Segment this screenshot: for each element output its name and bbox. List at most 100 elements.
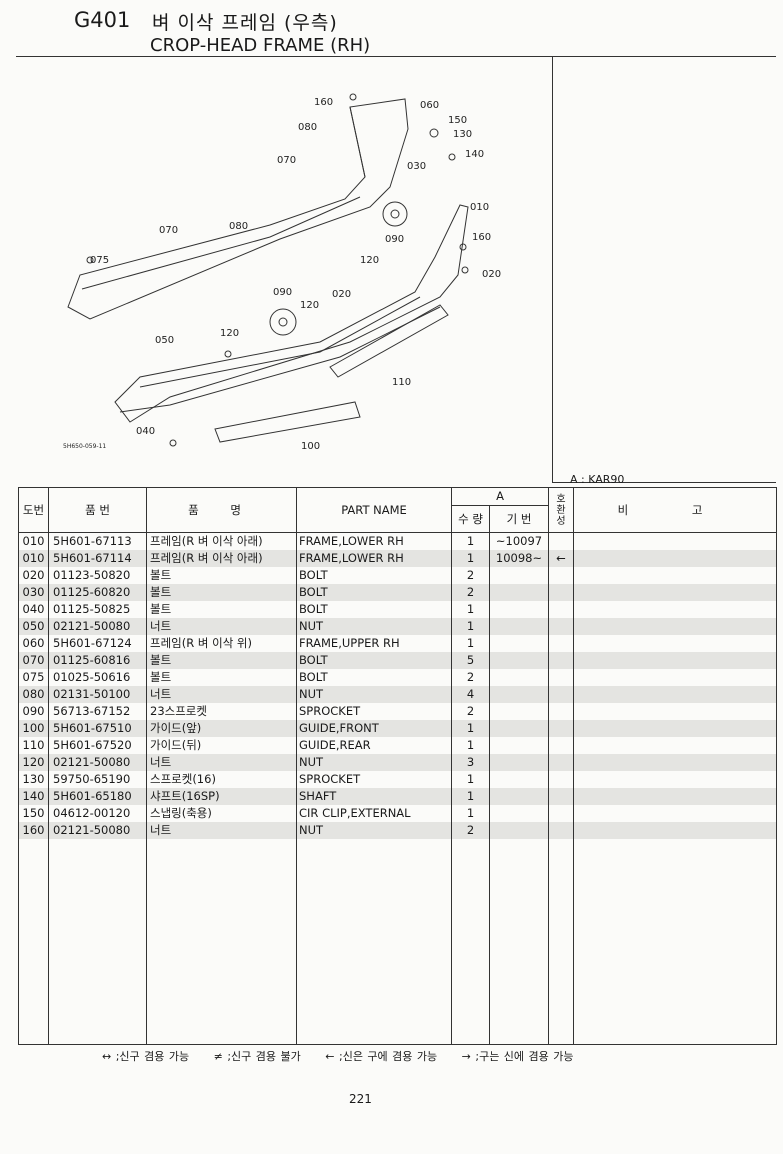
row-no: 100 <box>18 720 49 737</box>
row-name-kr: 너트 <box>146 618 297 635</box>
front-guide-shape <box>214 401 361 443</box>
row-part-name: FRAME,LOWER RH <box>296 532 452 550</box>
row-qty: 2 <box>451 669 490 686</box>
svg-text:060: 060 <box>420 100 439 111</box>
row-part-no: 01125-50825 <box>48 601 147 618</box>
row-qty: 1 <box>451 788 490 805</box>
svg-text:020: 020 <box>482 269 501 280</box>
row-no: 030 <box>18 584 49 601</box>
svg-text:010: 010 <box>470 202 489 213</box>
row-no: 075 <box>18 669 49 686</box>
row-qty: 1 <box>451 720 490 737</box>
row-base: 10098~ <box>489 550 549 567</box>
row-qty: 1 <box>451 635 490 652</box>
row-part-name: NUT <box>296 686 452 703</box>
filler-cell <box>296 839 452 1045</box>
svg-text:100: 100 <box>301 441 320 452</box>
svg-text:070: 070 <box>277 155 296 166</box>
row-part-name: CIR CLIP,EXTERNAL <box>296 805 452 822</box>
row-remarks <box>573 584 777 601</box>
row-part-no: 59750-65190 <box>48 771 147 788</box>
row-no: 040 <box>18 601 49 618</box>
row-name-kr: 프레임(R 벼 이삭 위) <box>146 635 297 652</box>
col-header-no: 도번 <box>18 487 49 533</box>
filler-cell <box>548 839 574 1045</box>
row-compat <box>548 737 574 754</box>
col-header-base: 기 번 <box>489 505 549 533</box>
diagram-bottom-rule <box>552 482 776 483</box>
row-part-name: SHAFT <box>296 788 452 805</box>
row-remarks <box>573 703 777 720</box>
row-part-name: BOLT <box>296 669 452 686</box>
row-qty: 1 <box>451 771 490 788</box>
row-part-no: 02121-50080 <box>48 618 147 635</box>
row-name-kr: 프레임(R 벼 이삭 아래) <box>146 532 297 550</box>
filler-cell <box>146 839 297 1045</box>
row-part-name: NUT <box>296 754 452 771</box>
row-compat <box>548 754 574 771</box>
row-compat <box>548 601 574 618</box>
row-remarks <box>573 567 777 584</box>
row-base <box>489 601 549 618</box>
col-header-part-no: 품 번 <box>48 487 147 533</box>
row-qty: 1 <box>451 550 490 567</box>
row-qty: 1 <box>451 601 490 618</box>
row-base <box>489 771 549 788</box>
row-no: 070 <box>18 652 49 669</box>
row-part-no: 01125-60820 <box>48 584 147 601</box>
row-name-kr: 가이드(앞) <box>146 720 297 737</box>
svg-text:080: 080 <box>229 221 248 232</box>
row-name-kr: 볼트 <box>146 584 297 601</box>
row-part-name: GUIDE,REAR <box>296 737 452 754</box>
filler-cell <box>18 839 49 1045</box>
svg-text:040: 040 <box>136 426 155 437</box>
row-name-kr: 너트 <box>146 754 297 771</box>
svg-text:160: 160 <box>314 97 333 108</box>
row-part-name: NUT <box>296 822 452 839</box>
row-name-kr: 볼트 <box>146 669 297 686</box>
row-part-name: SPROCKET <box>296 703 452 720</box>
col-header-remarks: 비 고 <box>573 487 777 533</box>
row-no: 090 <box>18 703 49 720</box>
row-base <box>489 788 549 805</box>
row-no: 010 <box>18 532 49 550</box>
row-qty: 1 <box>451 532 490 550</box>
row-compat <box>548 669 574 686</box>
row-base <box>489 720 549 737</box>
svg-text:080: 080 <box>298 122 317 133</box>
row-compat <box>548 788 574 805</box>
row-part-no: 5H601-67124 <box>48 635 147 652</box>
row-part-no: 04612-00120 <box>48 805 147 822</box>
svg-text:160: 160 <box>472 232 491 243</box>
row-no: 120 <box>18 754 49 771</box>
upper-frame-shape <box>67 98 409 320</box>
row-no: 140 <box>18 788 49 805</box>
table-header: 도번 품 번 품 명 PART NAME A 호환성 비 고 수 량 기 번 <box>18 487 777 533</box>
row-name-kr: 스프로켓(16) <box>146 771 297 788</box>
row-remarks <box>573 720 777 737</box>
row-qty: 1 <box>451 618 490 635</box>
row-qty: 1 <box>451 737 490 754</box>
sprocket-lower-shape <box>269 308 297 336</box>
table-filler-row <box>18 839 777 1045</box>
row-part-no: 02121-50080 <box>48 754 147 771</box>
svg-text:130: 130 <box>453 129 472 140</box>
row-part-no: 01125-60816 <box>48 652 147 669</box>
row-name-kr: 볼트 <box>146 652 297 669</box>
col-header-compat: 호환성 <box>548 487 574 533</box>
legend-item: ↔ ;신구 겸용 가능 <box>102 1050 190 1063</box>
